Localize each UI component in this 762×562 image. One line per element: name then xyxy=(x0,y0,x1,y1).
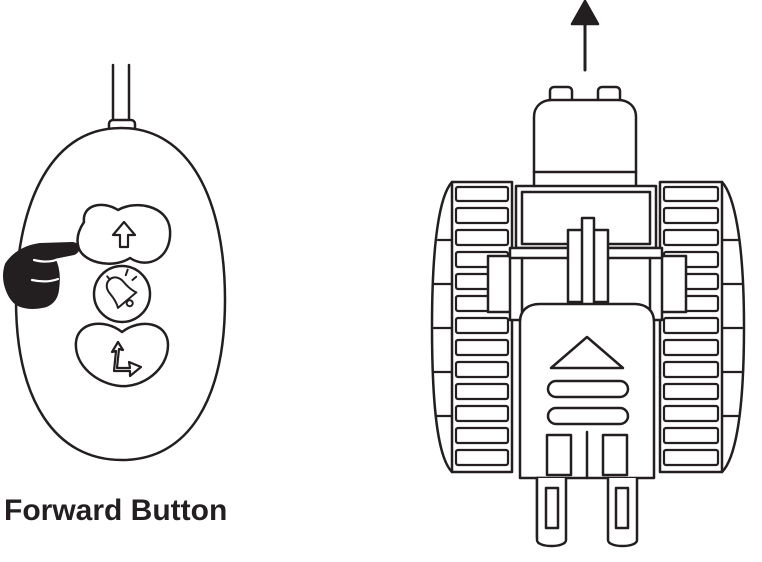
tank-turret xyxy=(566,216,610,308)
pointing-hand-icon xyxy=(3,242,80,309)
direction-arrow xyxy=(570,0,600,72)
turn-button-shape xyxy=(74,322,170,388)
tank-panel-lower xyxy=(546,406,630,426)
up-arrow-icon xyxy=(111,220,137,249)
turn-arrow-icon xyxy=(110,340,143,378)
left-track xyxy=(430,180,514,474)
horn-button[interactable] xyxy=(92,262,152,324)
bell-icon xyxy=(105,268,138,309)
tank-front-nozzle xyxy=(532,85,638,190)
left-track-treads xyxy=(432,185,510,467)
forward-button-shape xyxy=(76,203,172,265)
right-track-treads xyxy=(662,185,744,467)
tank-lower-body xyxy=(518,302,656,480)
tank xyxy=(430,85,746,548)
forward-button[interactable] xyxy=(76,203,172,265)
remote-control xyxy=(3,63,227,462)
horn-button-shape xyxy=(92,264,152,324)
up-arrow-icon xyxy=(570,0,600,26)
right-track xyxy=(658,180,746,474)
turn-button[interactable] xyxy=(74,322,170,388)
tank-forward-triangle xyxy=(549,335,625,370)
remote-cable xyxy=(111,63,131,123)
tank-rear-legs xyxy=(535,476,639,548)
caption-forward-button: Forward Button xyxy=(4,494,228,527)
tank-panel-upper xyxy=(546,379,630,399)
